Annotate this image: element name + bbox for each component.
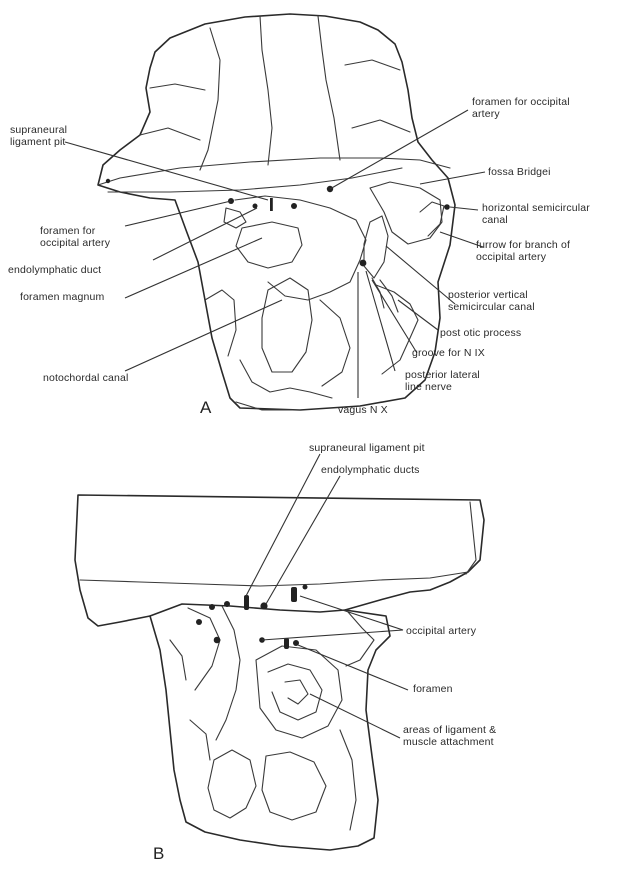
figure-a-lower-contour [240,360,332,398]
figure-b-lower-contour [208,750,256,818]
panel-label-a: A [200,398,212,417]
label-supraneural-pit-b: supraneural ligament pit [309,442,425,454]
figure-b-left-side [170,640,186,680]
figure-a-otic [370,182,442,244]
figure-b-lower-contour [340,730,356,830]
marker [291,587,297,602]
leader-line [125,300,282,371]
label-fossa-bridgei: fossa Bridgei [488,166,551,178]
figure-a-outline [98,14,455,410]
label-post-otic-process: post otic process [440,327,521,339]
figure-a-suture [260,16,272,165]
figure-a-suture [345,60,400,70]
figure-b-ligament-area [268,664,322,720]
label-occipital-artery: occipital artery [406,625,477,637]
figure-a-suture [352,120,410,132]
marker [360,260,367,267]
marker [244,595,249,610]
figure-a-roof-edge [98,158,450,185]
figure-b-ligament-area [256,646,342,738]
leader-line [125,201,231,226]
marker [224,601,230,607]
figure-b-labels: supraneural ligament pit endolymphatic d… [153,442,496,863]
figure-b-occipital [216,606,240,740]
leader-line [125,238,262,298]
figure-a-suture [140,128,200,140]
marker [291,203,297,209]
leader-line [310,694,400,738]
figure-a-notochordal-canal [262,278,312,372]
marker [284,638,289,649]
marker [303,585,308,590]
label-endolymphatic-duct: endolymphatic duct [8,264,101,276]
leader-line [366,271,395,371]
label-groove-n9: groove for N IX [412,347,485,359]
panel-label-b: B [153,844,164,863]
figure-a-pvc [364,216,388,278]
leader-line [420,172,485,184]
figure-b-roof [75,495,484,626]
figure-b-occipital [188,608,220,690]
marker [196,619,202,625]
leader-line [65,142,268,200]
marker [106,179,110,183]
figure-a-suture [318,16,340,160]
figure-b-drawing [75,495,484,850]
figure-b-roof-line [80,572,468,586]
figure-a-drawing [98,14,455,410]
label-endolymphatic-ducts: endolymphatic ducts [321,464,420,476]
figure-a-roof-edge-lower [108,168,402,192]
label-vagus: vagus N X [338,404,388,416]
figure-b-markers [196,585,308,650]
figure-b-roof-rim [466,502,476,574]
label-ligament-areas: areas of ligament &muscle attachment [403,724,496,748]
figure-b-lower-contour [262,752,326,820]
figure-b-right-side [346,612,374,666]
leader-line [262,630,403,640]
figure-a-lower-contour [320,300,350,386]
label-foramen-magnum: foramen magnum [20,291,104,303]
marker [214,637,221,644]
leader-line [300,596,403,630]
figure-a-suture [200,28,220,170]
leader-line [398,300,438,330]
label-foramen: foramen [413,683,453,695]
label-notochordal-canal: notochordal canal [43,372,128,384]
marker [444,204,450,210]
figure-b-ligament-area [285,680,308,704]
figure-a-post-otic [376,285,418,374]
figure-b-lower-contour [190,720,210,760]
marker [209,604,215,610]
leader-line [298,645,408,690]
figure-a-suture [150,84,205,90]
figure-a-left-side [224,208,246,228]
figure-b-lower-block [150,610,390,850]
leader-line [386,246,455,304]
marker [270,198,273,211]
